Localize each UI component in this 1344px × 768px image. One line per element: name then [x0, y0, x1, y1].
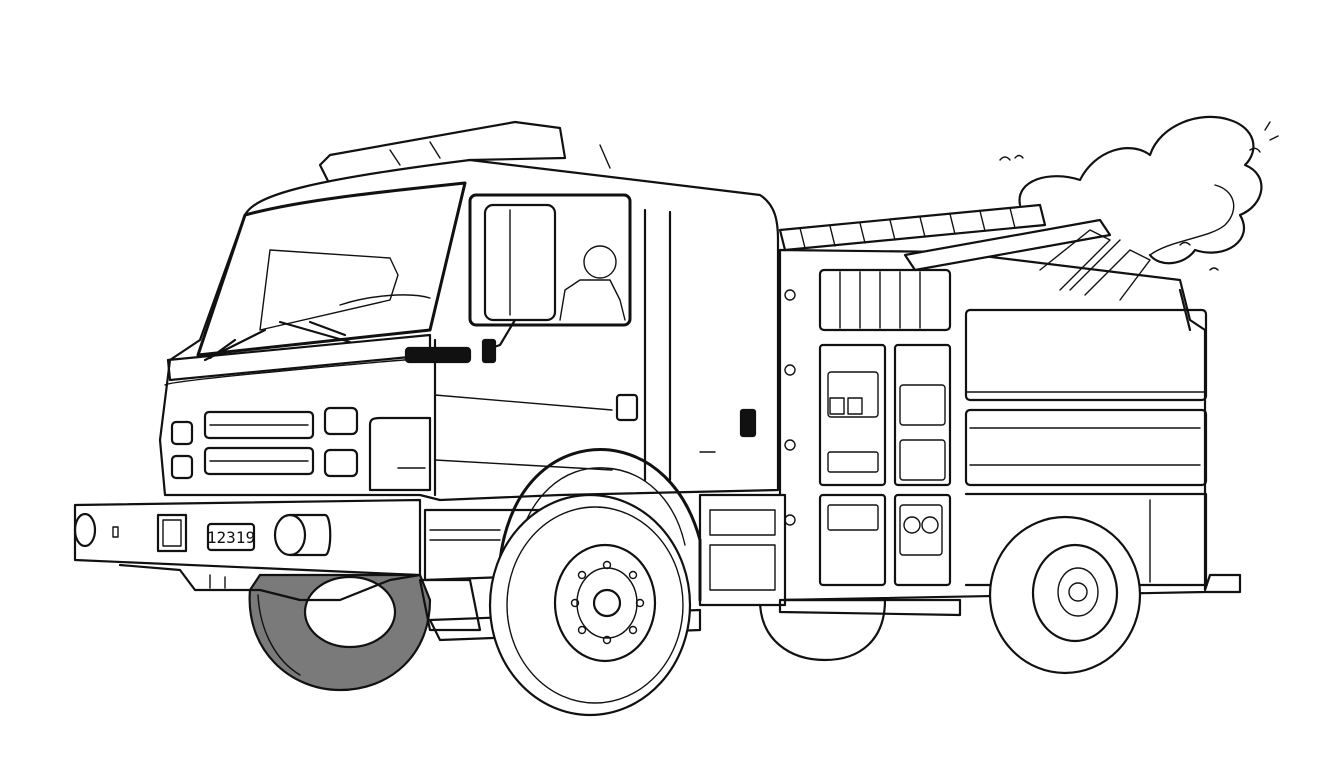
license-plate: 12319 [206, 522, 256, 552]
license-plate-number: 12319 [207, 528, 255, 547]
rear-wheel [758, 515, 1142, 675]
smoke-plume [999, 115, 1279, 271]
front-right-wheel [488, 448, 702, 717]
ladder [778, 203, 1192, 332]
cab [158, 120, 780, 502]
front-left-wheel [248, 573, 432, 692]
